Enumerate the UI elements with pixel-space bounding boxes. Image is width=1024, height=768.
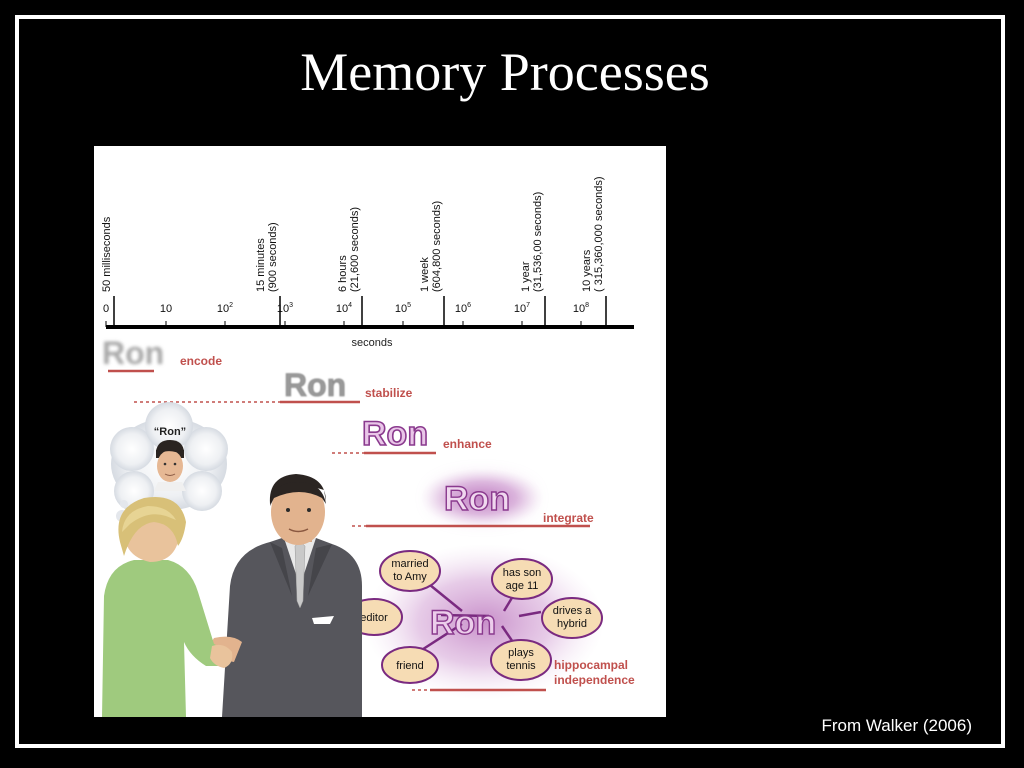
axis-label: seconds xyxy=(352,337,393,349)
node-friend: friend xyxy=(381,646,439,684)
tick-label: 106 xyxy=(455,302,471,315)
stage-stabilize: Ron stabilize xyxy=(134,367,413,403)
marker-label: 6 hours xyxy=(337,255,349,292)
timeline-markers: 50 milliseconds 15 minutes(900 seconds) 6 … xyxy=(101,176,607,327)
man-in-suit xyxy=(210,474,362,717)
remembered-face xyxy=(154,440,186,491)
encode-label: encode xyxy=(180,354,222,368)
marker-label: 1 week xyxy=(419,257,431,292)
tick-label: 103 xyxy=(277,302,293,315)
stage-enhance: Ron enhance xyxy=(332,414,492,455)
svg-text:to Amy: to Amy xyxy=(393,571,427,583)
svg-text:friend: friend xyxy=(396,660,424,672)
marker-label: 15 minutes xyxy=(255,238,267,292)
marker-label: (21,600 seconds) xyxy=(349,207,361,292)
tick-label: 107 xyxy=(514,302,530,315)
slide-title: Memory Processes xyxy=(300,42,710,102)
tick-label: 0 xyxy=(103,303,109,315)
svg-text:married: married xyxy=(391,558,428,570)
marker-label: (900 seconds) xyxy=(267,222,279,292)
node-son: has son age 11 xyxy=(491,558,553,600)
tick-label: 105 xyxy=(395,302,411,315)
tick-label: 104 xyxy=(336,302,352,315)
node-drives: drives a hybrid xyxy=(541,597,603,639)
final-label-line1: hippocampal xyxy=(554,658,628,672)
blond-person xyxy=(102,497,233,717)
tick-label: 108 xyxy=(573,302,589,315)
integrate-label: integrate xyxy=(543,511,594,525)
slide-frame xyxy=(15,15,1005,748)
marker-label: (604,800 seconds) xyxy=(431,201,443,292)
memory-figure: 0 10 102 103 104 105 106 107 108 50 milliseconds… xyxy=(94,146,666,717)
svg-text:editor: editor xyxy=(360,612,388,624)
timeline-tick-marks xyxy=(105,321,582,327)
thought-bubble: “Ron” xyxy=(110,402,228,533)
ron-network-word: Ron xyxy=(430,604,496,642)
svg-text:hybrid: hybrid xyxy=(557,618,587,630)
svg-text:age 11: age 11 xyxy=(506,580,539,592)
people-illustration xyxy=(102,474,362,717)
marker-label: (31,536,00 seconds) xyxy=(532,192,544,292)
marker-label: 50 milliseconds xyxy=(101,216,113,292)
final-label-line2: independence xyxy=(554,673,635,687)
svg-text:has son: has son xyxy=(503,567,542,579)
enhance-label: enhance xyxy=(443,437,492,451)
svg-text:drives a: drives a xyxy=(553,605,592,617)
svg-text:plays: plays xyxy=(508,647,534,659)
ron-integrate-word: Ron xyxy=(444,480,510,518)
stage-integrate: Ron integrate xyxy=(352,468,594,528)
tick-label: 102 xyxy=(217,302,233,315)
svg-text:tennis: tennis xyxy=(506,660,536,672)
timeline-tick-labels: 0 10 102 103 104 105 106 107 108 xyxy=(103,302,589,315)
marker-label: ( 315,360,000 seconds) xyxy=(593,176,605,292)
marker-label: 10 years xyxy=(581,249,593,292)
ron-stabilize-word: Ron xyxy=(284,367,346,403)
node-married: married to Amy xyxy=(379,550,441,592)
memory-diagram: 0 10 102 103 104 105 106 107 108 50 milliseconds… xyxy=(101,176,635,717)
stage-network: Ron married to Amy has son age 11 editor… xyxy=(345,544,635,700)
stage-encode: Ron encode xyxy=(102,335,222,373)
timeline: 0 10 102 103 104 105 106 107 108 50 milliseconds… xyxy=(101,176,634,349)
marker-label: 1 year xyxy=(520,261,532,292)
ron-enhance-word: Ron xyxy=(362,415,428,453)
slide-credit: From Walker (2006) xyxy=(821,716,972,735)
node-tennis: plays tennis xyxy=(490,639,552,681)
thought-label: “Ron” xyxy=(154,426,186,438)
tick-label: 10 xyxy=(160,303,172,315)
stabilize-label: stabilize xyxy=(365,386,413,400)
ron-encode-word: Ron xyxy=(102,335,164,371)
